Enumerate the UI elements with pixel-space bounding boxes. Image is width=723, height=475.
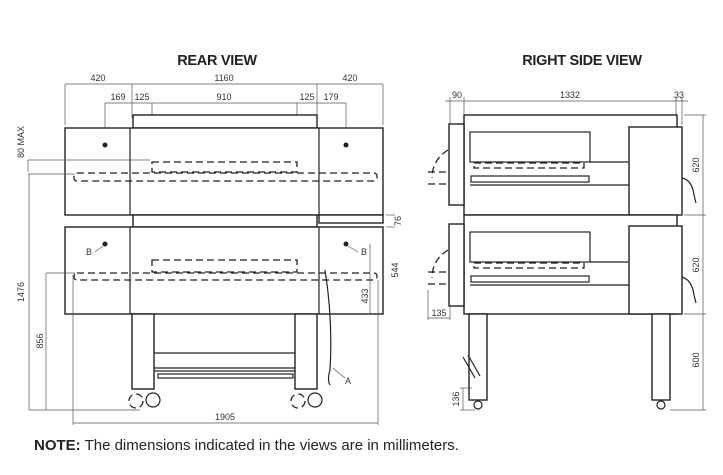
dim-856: 856: [35, 333, 45, 348]
dim-1476: 1476: [16, 282, 26, 302]
dim-136: 136: [451, 391, 461, 406]
dim-135: 135: [431, 308, 446, 318]
dim-1160: 1160: [214, 73, 233, 83]
dim-80-max: 80 MAX: [16, 126, 26, 158]
dim-33: 33: [674, 90, 684, 100]
note-label: NOTE:: [34, 437, 81, 454]
dim-125-right: 125: [299, 92, 314, 102]
units-note: NOTE: The dimensions indicated in the vi…: [34, 437, 459, 454]
dim-910: 910: [216, 92, 231, 102]
dim-544: 544: [390, 262, 400, 277]
dim-90: 90: [452, 90, 462, 100]
rear-view: REAR VIEW 420 1160 420 169 125 910 125 1…: [16, 53, 403, 425]
note-text: The dimensions indicated in the views ar…: [80, 437, 459, 454]
dim-1332: 1332: [560, 90, 580, 100]
dim-420-left: 420: [90, 73, 105, 83]
dim-620-bottom: 620: [691, 257, 701, 272]
dim-125-left: 125: [134, 92, 149, 102]
dim-600: 600: [691, 352, 701, 367]
label-b-left: B: [86, 247, 92, 257]
dim-620-top: 620: [691, 157, 701, 172]
side-view-title: RIGHT SIDE VIEW: [522, 53, 642, 69]
dim-420-right: 420: [342, 73, 357, 83]
rear-view-title: REAR VIEW: [177, 53, 257, 69]
dim-76: 76: [393, 216, 403, 226]
dim-169: 169: [110, 92, 125, 102]
dim-433: 433: [360, 288, 370, 303]
label-a: A: [345, 376, 351, 386]
dim-179: 179: [323, 92, 338, 102]
right-side-view: RIGHT SIDE VIEW 90 1332 33: [427, 53, 706, 411]
label-b-right: B: [361, 247, 367, 257]
dim-1905: 1905: [215, 412, 235, 422]
